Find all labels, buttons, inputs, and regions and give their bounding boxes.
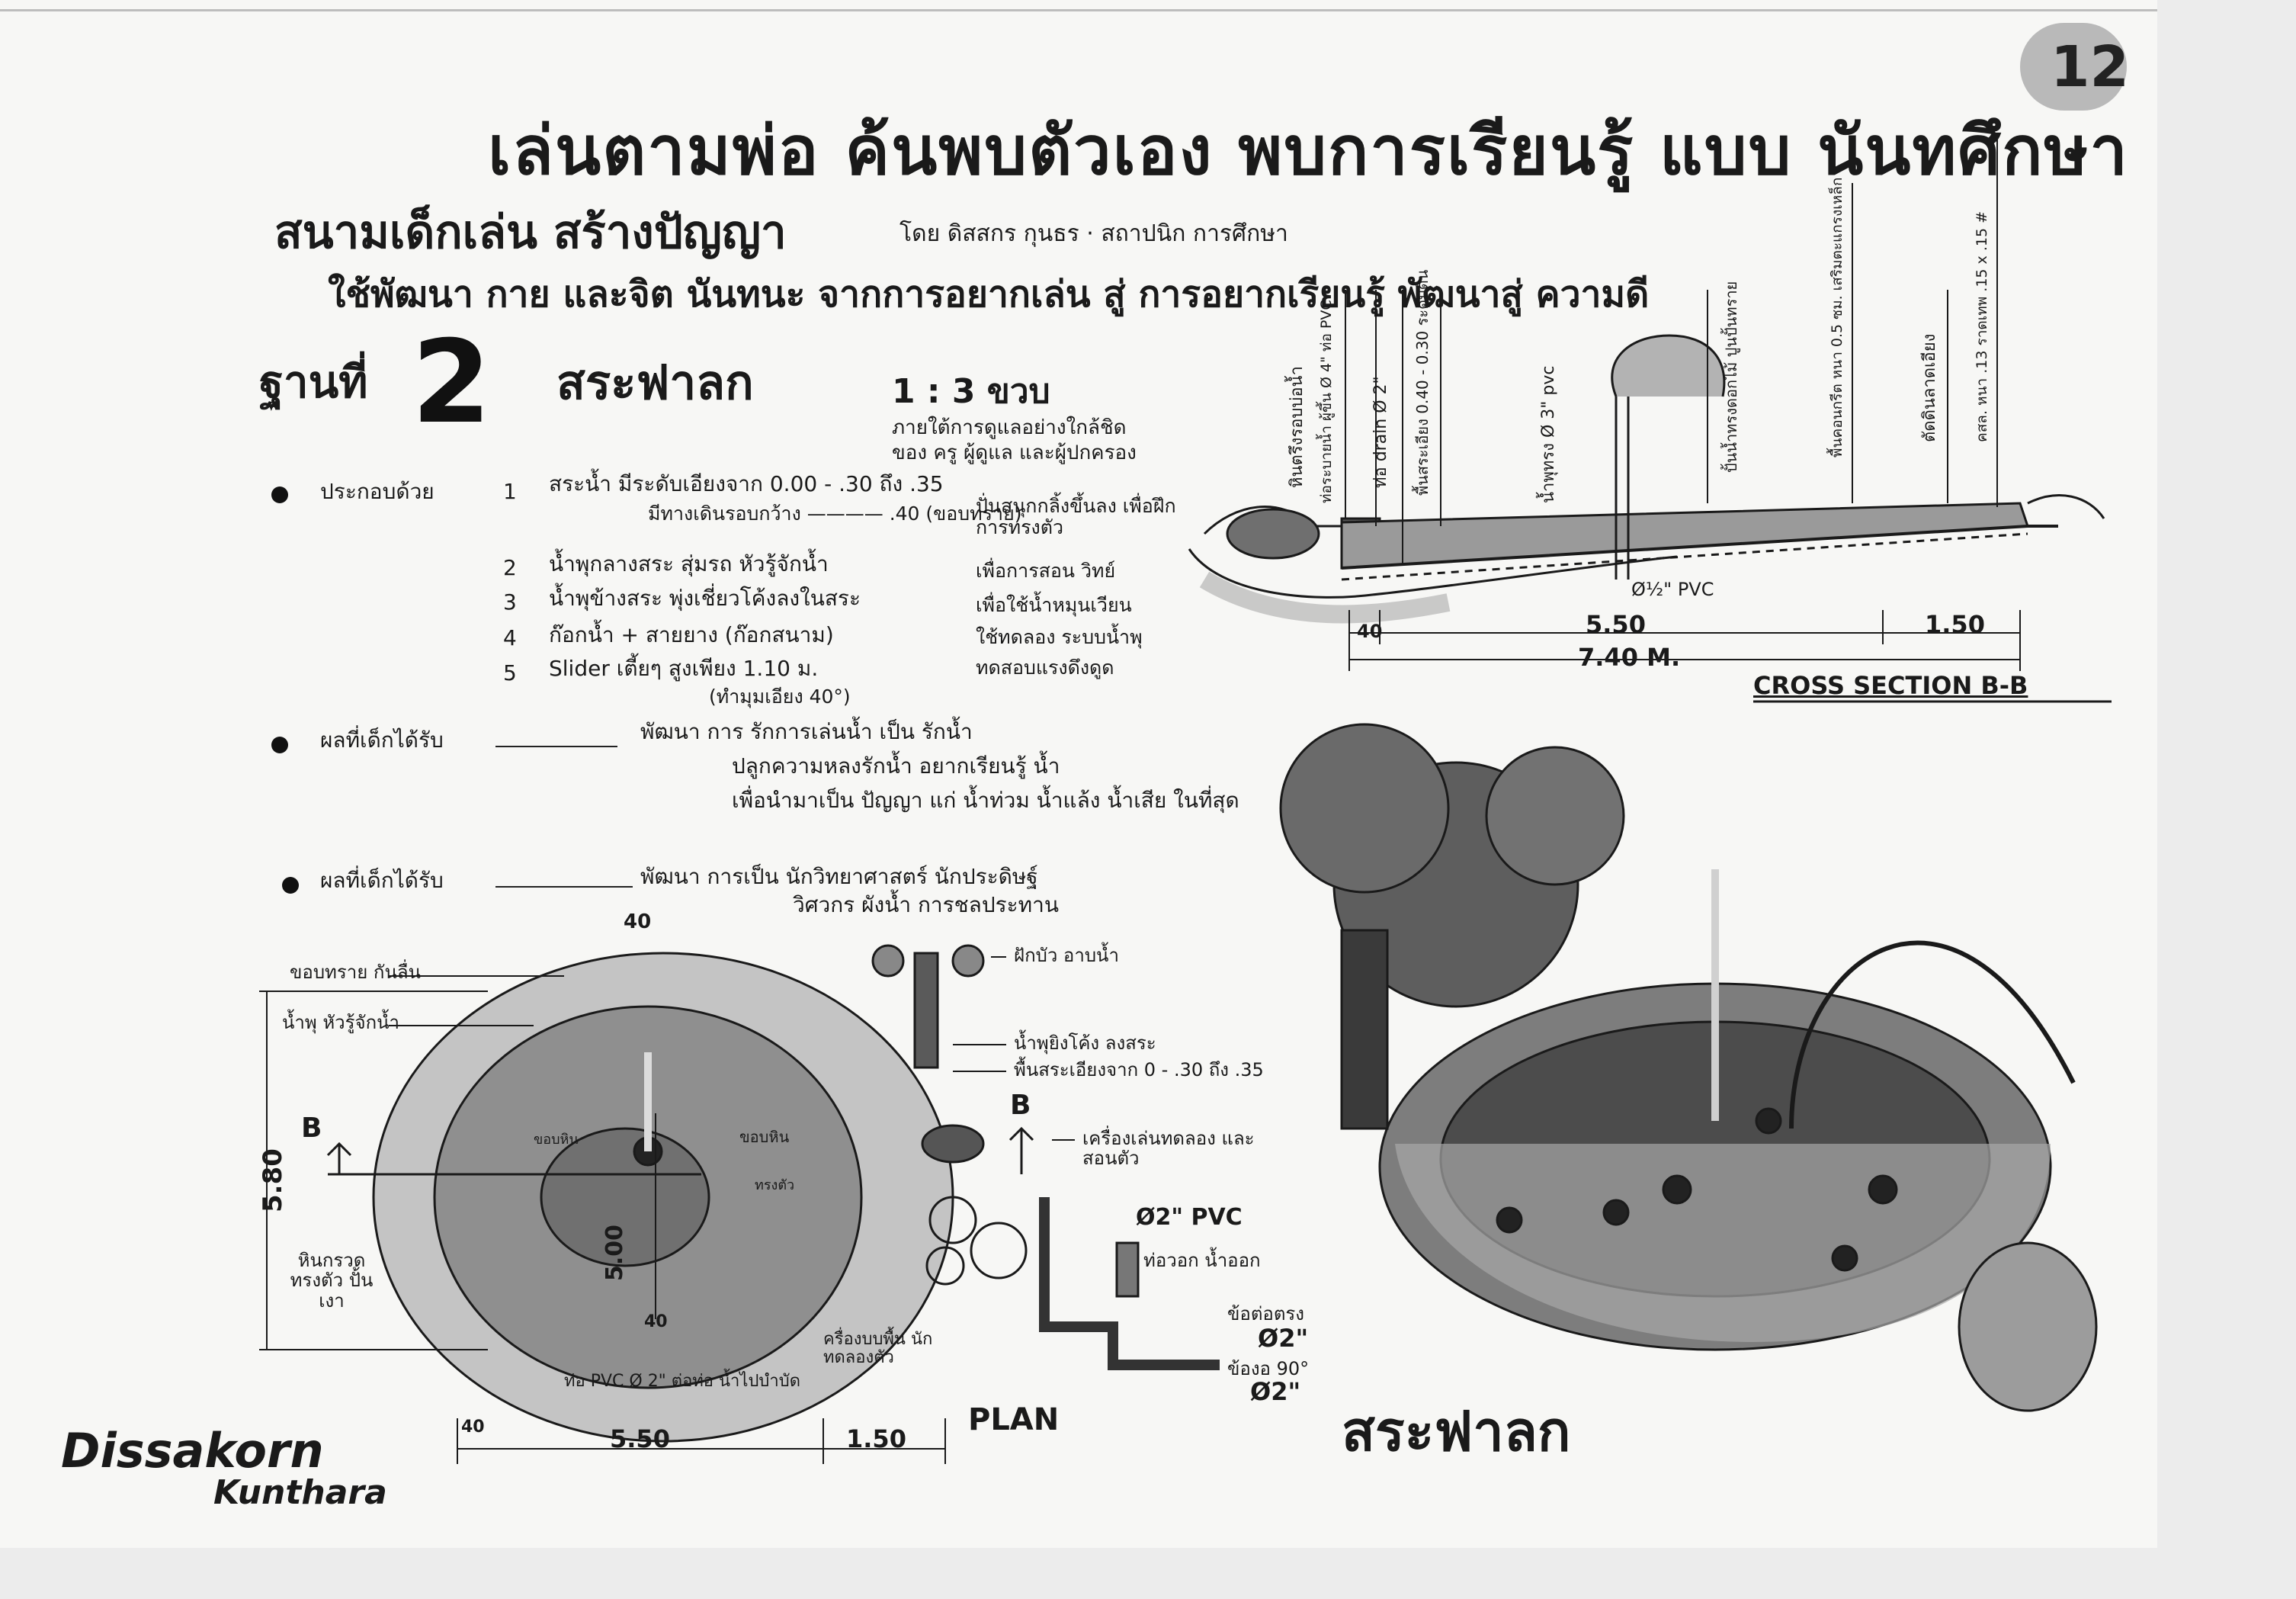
- composition-no: 4: [503, 625, 517, 650]
- pipe-connector-label: ข้อต่อตรง: [1227, 1303, 1305, 1324]
- composition-heading: ประกอบด้วย: [320, 479, 435, 504]
- plan-label: เครื่องเล่นทดลอง และสอนตัว: [1082, 1128, 1255, 1170]
- plan-label: ฝักบัว อาบน้ำ: [1014, 945, 1119, 966]
- age-range: 1 : 3 ขวบ: [892, 372, 1050, 411]
- composition-purpose: เพื่อใช้น้ำหมุนเวียน: [976, 594, 1132, 616]
- drawing-sheet: 12 เล่นตามพ่อ ค้นพบตัวเอง พบการเรียนรู้ …: [0, 0, 2157, 1548]
- composition-detail: (ทำมุมเอียง 40°): [709, 686, 851, 708]
- cs-dim-total: 7.40 M.: [1578, 643, 1681, 672]
- plan-inner-label: ขอบหิน: [739, 1128, 790, 1146]
- cs-label: พื้นคอนกรีต หนา 0.5 ซม. เสริมตะแกรงเหล็ก: [1829, 177, 1845, 458]
- plan-drawing: [259, 944, 1220, 1464]
- composition-no: 2: [503, 555, 517, 580]
- composition-item: น้ำพุข้างสระ พุ่งเชี่ยวโค้งลงในสระ: [549, 586, 861, 611]
- note-line: ของ ครู ผู้ดูแล และผู้ปกครอง: [892, 441, 1137, 464]
- plan-dim-left: 40: [461, 1418, 485, 1437]
- cs-label: พื้นสระเอียง 0.40 - 0.30 ระดับดิน: [1413, 269, 1432, 496]
- page-number-badge: [2020, 23, 2127, 111]
- section-mark: B: [301, 1113, 322, 1144]
- composition-item: Slider เตี้ยๆ สูงเพียง 1.10 ม.: [549, 656, 819, 681]
- outcome-heading: ผลที่เด็กได้รับ: [320, 727, 444, 753]
- outcome-line: พัฒนา การ รักการเล่นน้ำ เป็น รักน้ำ: [640, 719, 973, 744]
- bullet-dot: [271, 737, 288, 753]
- note-line: ภายใต้การดูแลอย่างใกล้ชิด: [892, 416, 1127, 439]
- cs-pipe-label: Ø½" PVC: [1631, 579, 1714, 600]
- composition-no: 1: [503, 479, 517, 504]
- supervision-note: ภายใต้การดูแลอย่างใกล้ชิด ของ ครู ผู้ดูแ…: [892, 416, 1137, 465]
- scan-edge-line: [0, 9, 2157, 11]
- composition-item: น้ำพุกลางสระ สุ่มรถ หัวรู้จักน้ำ: [549, 551, 829, 576]
- station-name: สระฟาลก: [556, 355, 754, 410]
- signature-line: Dissakorn: [61, 1423, 324, 1479]
- plan-label: ขอบทราย กันลื่น: [290, 962, 421, 983]
- outcome-heading: ผลที่เด็กได้รับ: [320, 868, 444, 893]
- cs-label: น้ำพุทรง Ø 3" pvc: [1539, 365, 1558, 503]
- bullet-dot: [271, 486, 288, 503]
- cs-label: ปั้นน้ำทรงดอกไม้ ปูนปั้นทราย: [1722, 281, 1740, 473]
- tagline: ใช้พัฒนา กาย และจิต นันทนะ จากการอยากเล่…: [328, 273, 1650, 316]
- composition-no: 5: [503, 660, 517, 686]
- cs-label: ท่อ drain Ø 2": [1371, 376, 1390, 488]
- cs-label: คสล. หนา .13 ราดเทพ .15 x .15 #: [1974, 210, 1990, 442]
- plan-dim-width: 5.50: [610, 1424, 670, 1453]
- bullet-dot: [282, 877, 299, 894]
- pipe-valve-label: ท่อวอก น้ำออก: [1143, 1250, 1261, 1271]
- plan-dim-bottom: 40: [644, 1312, 668, 1331]
- plan-inner-label: ทรงตัว: [755, 1177, 795, 1193]
- cs-dim-pool: 5.50: [1586, 610, 1646, 639]
- leader-line: [495, 886, 633, 888]
- perspective-drawing: [1279, 723, 2098, 1412]
- plan-inner-label: ขอบหิน: [534, 1132, 579, 1148]
- plan-dim-top: 40: [624, 910, 652, 933]
- plan-label: ท่อ PVC Ø 2" ต่อท่อ น้ำไปบำบัด: [564, 1372, 800, 1391]
- outcome-line: เพื่อนำมาเป็น ปัญญา แก่ น้ำท่วม น้ำแล้ง …: [732, 788, 1239, 813]
- pipe-elbow-label: ข้องอ 90°: [1227, 1358, 1310, 1379]
- cross-section-drawing: [1188, 137, 2112, 703]
- section-mark: B: [1010, 1090, 1031, 1121]
- composition-purpose: เพื่อการสอน วิทย์: [976, 560, 1116, 582]
- cs-label: ท่อระบายน้ำ ผู้ขึ้น Ø 4" ท่อ PVC: [1318, 300, 1335, 503]
- sketch-layer: [259, 137, 2112, 1464]
- composition-detail: มีทางเดินรอบกว้าง ———— .40 (ขอบทราย): [648, 502, 1022, 525]
- cs-dim-edge: 1.50: [1925, 610, 1985, 639]
- plan-label: ครื่องบบพื้น นักทดลองตัว: [823, 1330, 933, 1368]
- page-number: 12: [2051, 34, 2129, 100]
- cs-dim-start: 40: [1357, 621, 1383, 642]
- page-subtitle: สนามเด็กเล่น สร้างปัญญา: [274, 206, 787, 259]
- artist-signature: Dissakorn Kunthara: [61, 1426, 387, 1511]
- composition-item: ก๊อกน้ำ + สายยาง (ก๊อกสนาม): [549, 622, 834, 647]
- composition-item: สระน้ำ มีระดับเอียงจาก 0.00 - .30 ถึง .3…: [549, 471, 944, 496]
- perspective-title: สระฟาลก: [1342, 1399, 1571, 1463]
- composition-purpose: ปั่นสนุกกลิ้งขึ้นลง เพื่อฝึกการทรงตัว: [976, 495, 1176, 538]
- plan-dim-inner: 5.00: [601, 1224, 628, 1281]
- plan-title: PLAN: [968, 1402, 1060, 1437]
- plan-label: น้ำพุยิงโค้ง ลงสระ: [1014, 1032, 1156, 1054]
- plan-label: พื้นสระเอียงจาก 0 - .30 ถึง .35: [1014, 1059, 1264, 1080]
- cs-label: หินตรึงรอบบ่อน้ำ: [1287, 366, 1307, 488]
- cross-section-title: CROSS SECTION B-B: [1753, 671, 2028, 700]
- station-label: ฐานที่: [259, 356, 368, 408]
- station-number: 2: [412, 316, 492, 449]
- outcome-line: พัฒนา การเป็น นักวิทยาศาสตร์ นักประดิษฐ์: [640, 864, 1038, 889]
- signature-line: Kunthara: [213, 1473, 387, 1513]
- plan-dim-edge: 1.50: [846, 1424, 906, 1453]
- pipe-size: Ø2" PVC: [1136, 1204, 1243, 1231]
- plan-label: น้ำพุ หัวรู้จักน้ำ: [282, 1012, 399, 1033]
- cs-label: ตัดดินลาดเอียง: [1920, 333, 1939, 442]
- pipe-size: Ø2": [1258, 1324, 1309, 1353]
- composition-no: 3: [503, 589, 517, 615]
- author-credit: โดย ดิสสกร กุนธร · สถาปนิก การศึกษา: [899, 220, 1288, 247]
- pipe-size: Ø2": [1250, 1377, 1301, 1406]
- page-title: เล่นตามพ่อ ค้นพบตัวเอง พบการเรียนรู้ แบบ…: [488, 111, 2129, 190]
- outcome-line: ปลูกความหลงรักน้ำ อยากเรียนรู้ น้ำ: [732, 753, 1060, 779]
- composition-purpose: ทดสอบแรงดึงดูด: [976, 657, 1114, 679]
- composition-purpose: ใช้ทดลอง ระบบน้ำพุ: [976, 626, 1143, 648]
- plan-dim-height: 5.80: [258, 1148, 288, 1212]
- leader-line: [495, 746, 617, 747]
- plan-label: หินกรวด ทรงตัว ปั้นเงา: [290, 1250, 374, 1312]
- outcome-line: วิศวกร ผังน้ำ การชลประทาน: [793, 892, 1060, 917]
